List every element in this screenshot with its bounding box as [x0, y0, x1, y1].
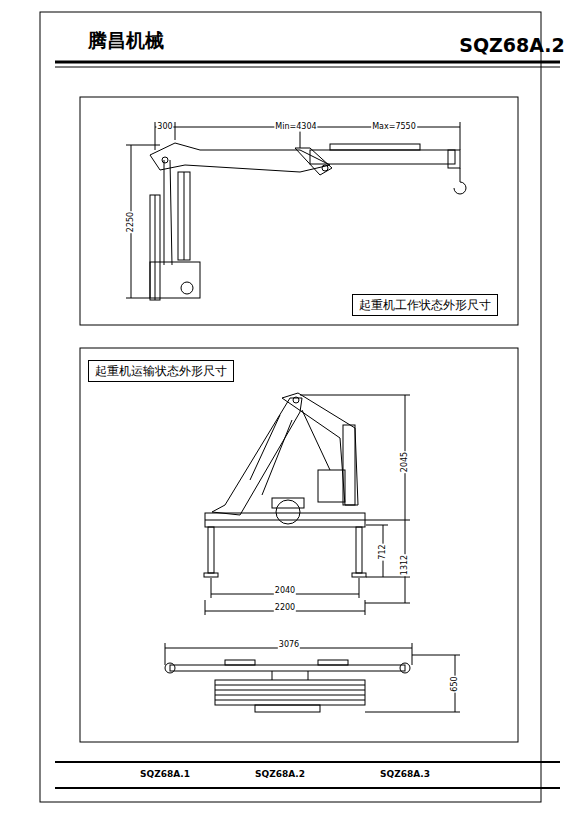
dimension-text: 650 — [451, 675, 460, 692]
panel-frame — [80, 97, 518, 325]
dimension-text: 1312 — [401, 554, 410, 576]
sheet-number: SQZ68A.2 — [254, 770, 306, 780]
dimension-text: Max=7550 — [371, 123, 417, 132]
crane-top-view — [165, 643, 460, 712]
dimension-text: Min=4304 — [274, 123, 317, 132]
company-title: 腾昌机械 — [88, 28, 164, 54]
caption-text: 起重机运输状态外形尺寸 — [95, 364, 227, 378]
footer-rule — [55, 787, 560, 789]
caption-box: 起重机工作状态外形尺寸 — [352, 294, 498, 316]
panel-frame — [80, 348, 518, 742]
dimension-text: 2250 — [127, 211, 136, 233]
dimension-text: 2200 — [274, 604, 296, 613]
caption-box: 起重机运输状态外形尺寸 — [88, 360, 234, 382]
caption-text: 起重机工作状态外形尺寸 — [359, 298, 491, 312]
footer-rule — [55, 761, 560, 763]
dimension-text: 300 — [156, 123, 173, 132]
crane-transport — [204, 393, 410, 615]
header-rule — [55, 61, 560, 64]
crane-working — [126, 122, 466, 300]
dimension-text: 2040 — [274, 587, 296, 596]
dimension-text: 2045 — [401, 451, 410, 473]
header-rule — [55, 67, 560, 68]
dimension-text: 3076 — [278, 641, 300, 650]
sheet-number: SQZ68A.3 — [379, 770, 431, 780]
dimension-text: 712 — [379, 543, 388, 560]
sheet-number: SQZ68A.1 — [139, 770, 191, 780]
sheet-border — [40, 12, 541, 802]
sheet-number: SQZ68A.2 — [458, 35, 566, 56]
